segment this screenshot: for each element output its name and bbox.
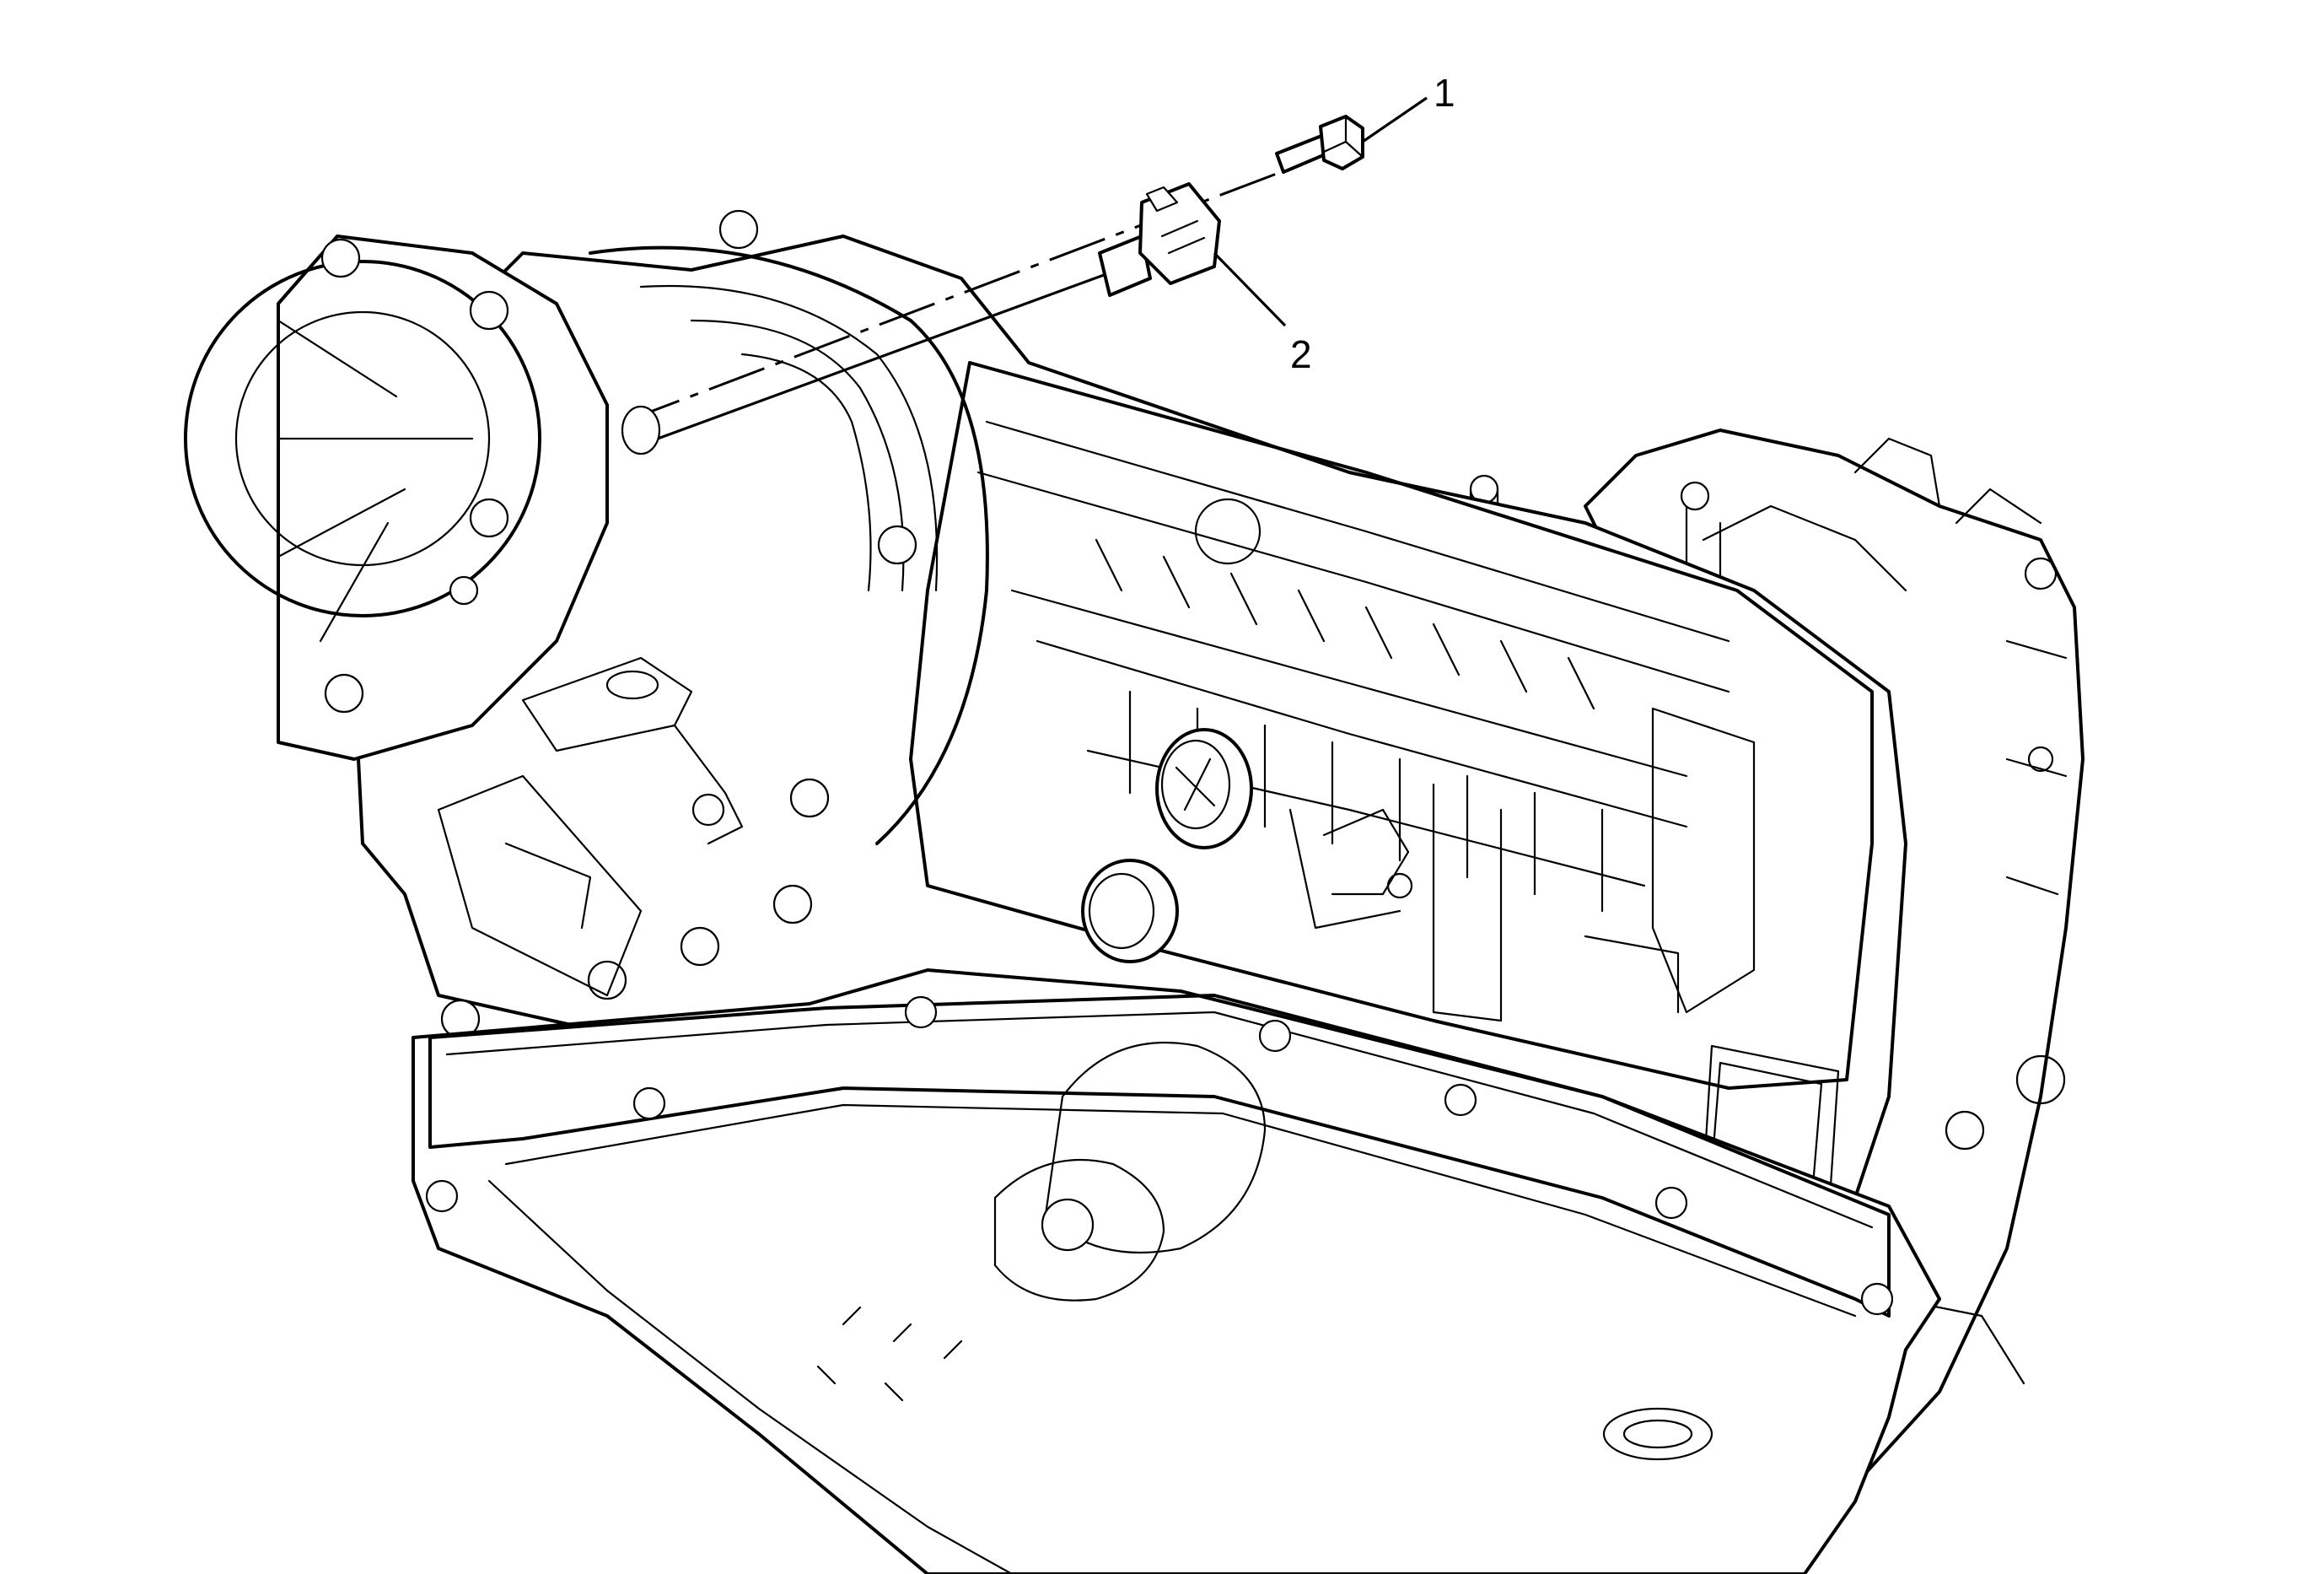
oil-pan: [412, 968, 1941, 1574]
sensor-bore: [621, 405, 661, 455]
hex-bolt-icon: [1275, 115, 1364, 174]
assembly-guide: [657, 270, 1114, 440]
speed-sensor-icon: [1098, 182, 1221, 297]
callout-1-label: 1: [1434, 71, 1455, 115]
cooler-port-upper: [1155, 728, 1253, 849]
cooler-port-lower: [1081, 859, 1179, 963]
callout-1: 1: [1362, 71, 1455, 143]
callout-2: 2: [1213, 251, 1312, 376]
bell-housing-bolts: [320, 209, 917, 1039]
callout-2-label: 2: [1290, 332, 1312, 376]
